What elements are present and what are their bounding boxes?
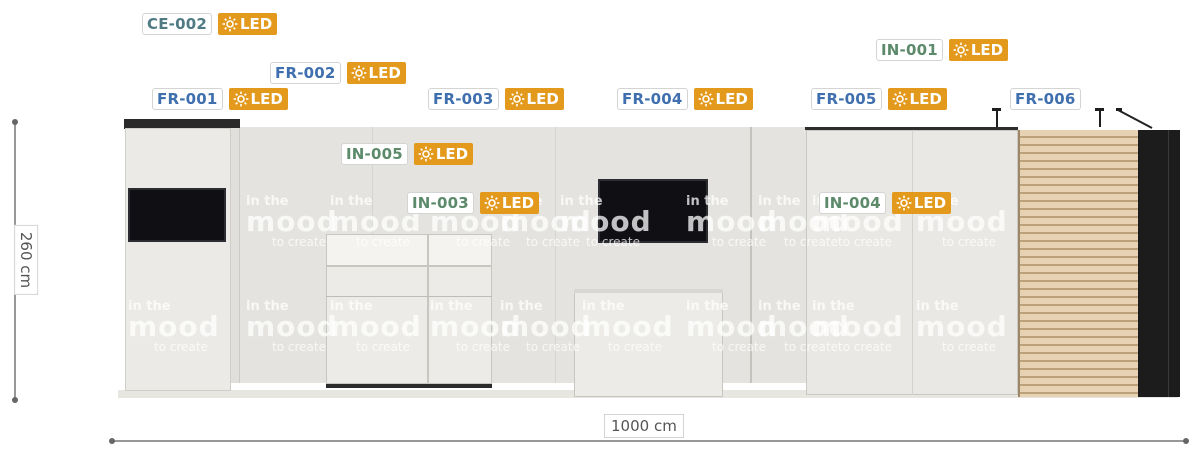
wall-panel-seam [750, 127, 752, 383]
counter-2-line [428, 296, 492, 297]
led-badge: LED [504, 88, 564, 110]
element-tag-fr-003: FR-003 LED [428, 88, 564, 110]
sun-icon [896, 195, 912, 211]
led-badge-text: LED [240, 15, 273, 33]
counter-1-body [326, 266, 428, 384]
element-code: IN-004 [819, 192, 886, 214]
led-badge: LED [413, 143, 474, 165]
element-code: CE-002 [142, 13, 212, 35]
counter-1-top [326, 234, 428, 266]
element-tag-in-005: IN-005 LED [341, 143, 474, 165]
dark-column-edge [1168, 130, 1169, 397]
center-counter [574, 289, 723, 397]
led-badge-text: LED [501, 194, 535, 212]
element-code: FR-003 [428, 88, 499, 110]
counter-1-line [326, 296, 428, 297]
element-tag-in-001: IN-001 LED [876, 39, 1009, 61]
counter-2-body [428, 266, 492, 384]
element-code: FR-002 [270, 62, 341, 84]
center-tv-screen [598, 179, 708, 243]
storage-room-divider [912, 130, 913, 395]
left-tower [125, 128, 231, 391]
led-badge-text: LED [435, 145, 469, 163]
led-badge: LED [693, 88, 753, 110]
led-badge: LED [887, 88, 947, 110]
spotlight [992, 108, 1001, 111]
element-tag-in-003: IN-003 LED [407, 192, 540, 214]
wall-panel-seam [555, 127, 556, 383]
sun-icon [698, 91, 713, 107]
led-badge-text: LED [715, 90, 748, 108]
sun-icon [484, 195, 500, 211]
led-badge: LED [346, 62, 406, 84]
led-badge-text: LED [250, 90, 283, 108]
spotlight [1095, 108, 1104, 111]
led-badge-text: LED [909, 90, 942, 108]
led-badge-text: LED [526, 90, 559, 108]
led-badge-text: LED [970, 41, 1004, 59]
led-badge-text: LED [368, 64, 401, 82]
slatted-wood-wall [1018, 130, 1138, 397]
counter-2-top [428, 234, 492, 266]
sun-icon [351, 65, 366, 81]
element-tag-in-004: IN-004 LED [819, 192, 952, 214]
counter-2-base [428, 384, 492, 388]
element-tag-fr-001: FR-001 LED [152, 88, 288, 110]
dark-corner-column [1138, 130, 1180, 397]
sun-icon [233, 91, 248, 107]
led-badge: LED [948, 39, 1009, 61]
sun-icon [418, 146, 434, 162]
center-counter-top-edge [574, 289, 723, 293]
width-dimension-label: 1000 cm [604, 414, 684, 438]
storage-room-top [805, 127, 1018, 130]
spotlight-stem [996, 111, 998, 127]
tower-tv-screen [128, 188, 226, 242]
sun-icon [222, 16, 238, 32]
element-tag-fr-005: FR-005 LED [811, 88, 947, 110]
sun-icon [509, 91, 524, 107]
sun-icon [892, 91, 907, 107]
tower-cap [124, 119, 240, 129]
element-tag-fr-002: FR-002 LED [270, 62, 406, 84]
element-tag-fr-004: FR-004 LED [617, 88, 753, 110]
led-badge-text: LED [913, 194, 947, 212]
element-code: IN-005 [341, 143, 408, 165]
element-tag-ce-002: CE-002 LED [142, 13, 278, 35]
tower-pillar [231, 128, 240, 383]
element-code: IN-001 [876, 39, 943, 61]
element-code: FR-004 [617, 88, 688, 110]
element-code: FR-006 [1010, 88, 1081, 110]
led-badge: LED [228, 88, 288, 110]
counter-1-base [326, 384, 428, 388]
element-code: FR-005 [811, 88, 882, 110]
led-badge: LED [479, 192, 540, 214]
element-tag-fr-006: FR-006 [1010, 88, 1081, 110]
height-dimension-label: 260 cm [14, 224, 39, 296]
element-code: IN-003 [407, 192, 474, 214]
spotlight-arm [1117, 109, 1153, 129]
sun-icon [953, 42, 969, 58]
spotlight-stem [1099, 111, 1101, 127]
led-badge: LED [891, 192, 952, 214]
element-code: FR-001 [152, 88, 223, 110]
led-badge: LED [218, 13, 278, 35]
